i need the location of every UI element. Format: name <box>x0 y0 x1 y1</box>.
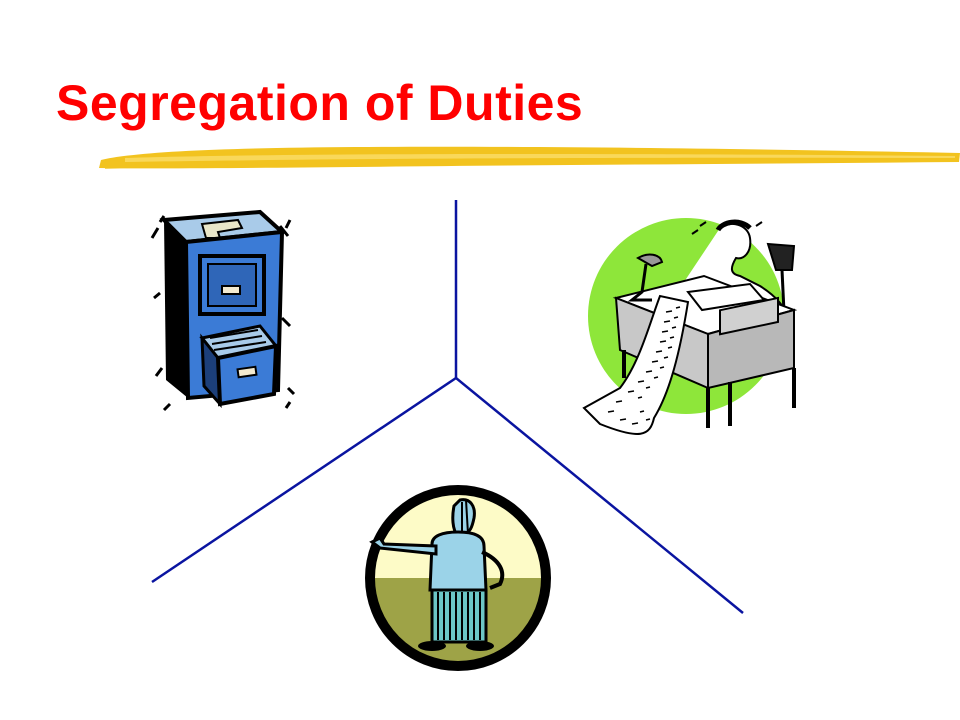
slide-title: Segregation of Duties <box>56 75 584 131</box>
title-underline-brush <box>99 146 960 169</box>
filing-cabinet-icon <box>150 209 296 412</box>
divider-line-left <box>151 376 457 584</box>
pointing-person-icon <box>365 485 551 671</box>
clerk-at-desk-icon <box>582 218 798 436</box>
divider-line-right <box>455 377 744 614</box>
